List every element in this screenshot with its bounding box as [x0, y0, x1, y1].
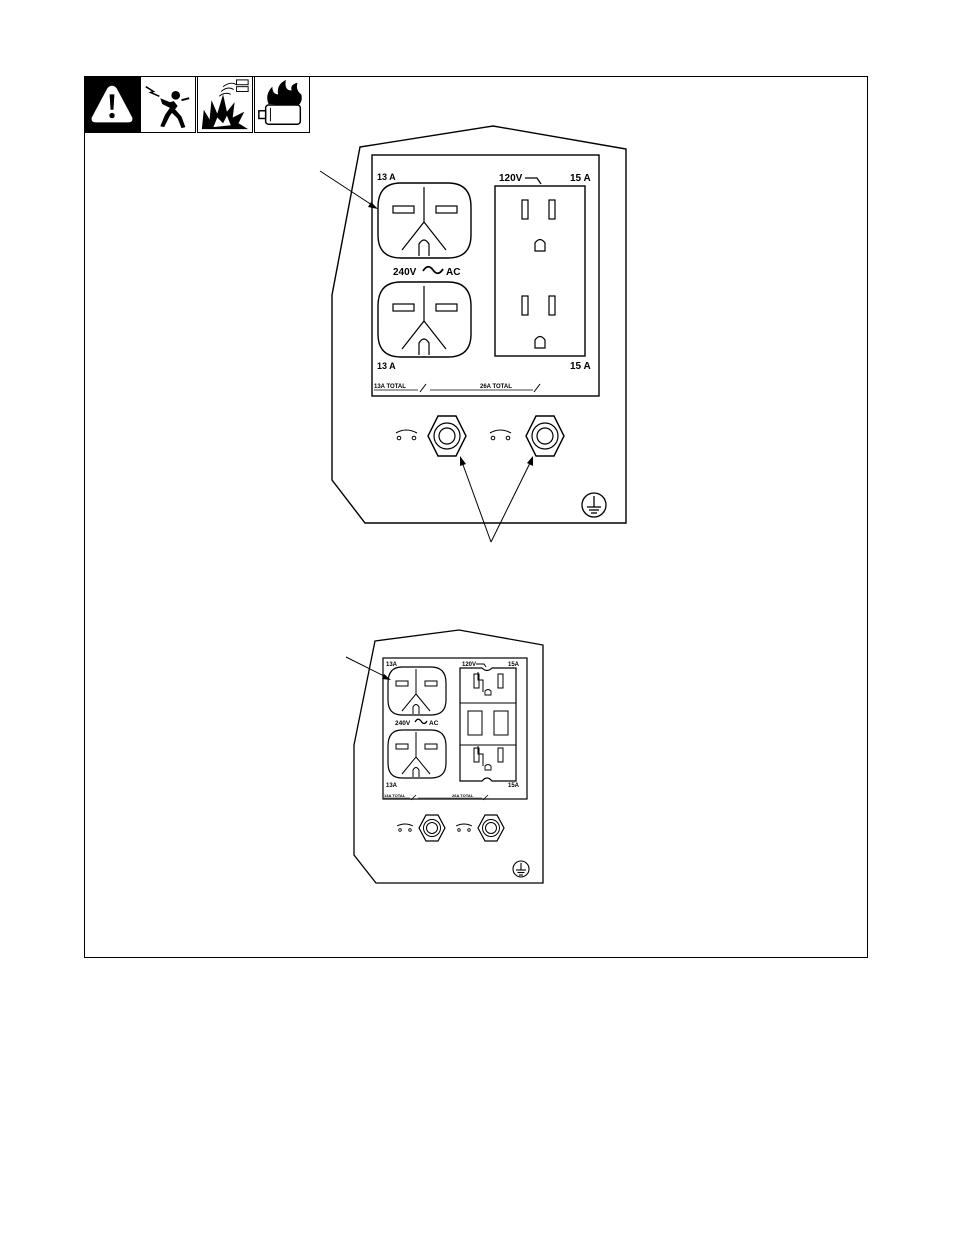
ac-label: AC — [446, 267, 460, 278]
right-total-label: 26A TOTAL — [480, 384, 512, 390]
voltage-label: 240V — [393, 267, 417, 278]
bottom-generator-panel: 13A 240V AC 13A 120V 15A 15A 13A TOTAL — [340, 620, 560, 890]
duplex-bottom-rating: 15 A — [570, 361, 591, 372]
duplex-bottom-rating: 15A — [508, 783, 520, 789]
duplex-top-rating: 15 A — [570, 173, 591, 184]
left-total-label: 13A TOTAL — [384, 793, 406, 798]
top-generator-panel: 13 A 240V AC 13 A 120V 15 A 15 A 13A TOT… — [320, 120, 640, 560]
duplex-voltage: 120V — [499, 173, 523, 184]
duplex-top-rating: 15A — [508, 662, 520, 668]
explosion-icon — [197, 76, 253, 133]
engine-fire-icon — [254, 76, 310, 133]
left-receptacle-bottom-rating: 13A — [386, 783, 398, 789]
duplex-voltage: 120V — [462, 662, 476, 668]
electric-shock-icon — [140, 76, 196, 133]
left-total-label: 13A TOTAL — [374, 384, 406, 390]
left-receptacle-top-rating: 13 A — [377, 172, 396, 182]
ac-label: AC — [429, 720, 439, 727]
left-receptacle-bottom-rating: 13 A — [377, 361, 396, 371]
warning-triangle-icon — [84, 76, 140, 133]
right-total-label: 26A TOTAL — [452, 793, 474, 798]
voltage-label: 240V — [395, 720, 411, 727]
left-receptacle-top-rating: 13A — [386, 662, 398, 668]
hazard-icon-strip — [84, 76, 310, 133]
